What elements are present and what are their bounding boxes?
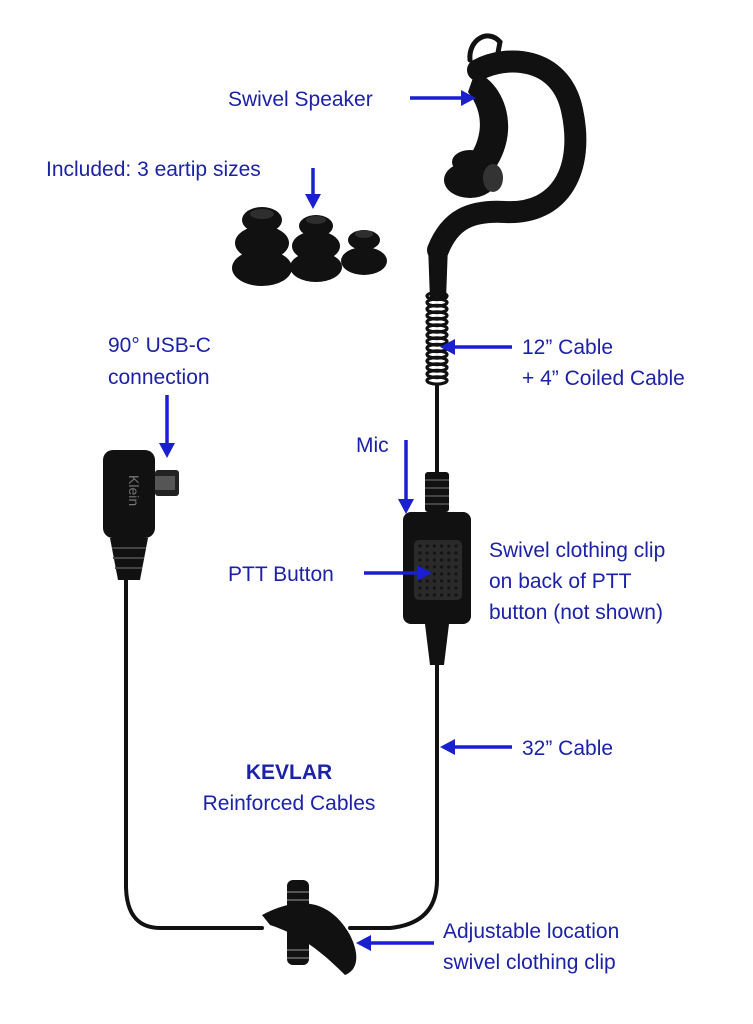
ptt-texture-dot: [454, 579, 458, 583]
arrow-usbc: [159, 395, 175, 458]
label-clip-line3: button (not shown): [489, 601, 663, 624]
ptt-texture-dot: [447, 586, 451, 590]
ptt-texture-dot: [447, 565, 451, 569]
ptt-texture-dot: [440, 579, 444, 583]
ptt-texture-dot: [454, 558, 458, 562]
arrow-adjustable-clip: [356, 935, 434, 951]
ptt-texture-dot: [425, 565, 429, 569]
ptt-button-pad: [414, 540, 462, 600]
ptt-texture-dot: [440, 565, 444, 569]
ptt-texture-dot: [440, 593, 444, 597]
ptt-texture-dot: [418, 544, 422, 548]
ptt-texture-dot: [454, 544, 458, 548]
main-cables: [124, 573, 439, 930]
ptt-texture-dot: [447, 572, 451, 576]
ptt-texture-dot: [454, 565, 458, 569]
label-cable32: 32” Cable: [522, 737, 613, 760]
ptt-texture-dot: [454, 593, 458, 597]
ptt-texture-dot: [432, 565, 436, 569]
ptt-texture-dot: [432, 593, 436, 597]
ptt-texture-dot: [432, 572, 436, 576]
ptt-texture-dot: [440, 572, 444, 576]
ptt-texture-dot: [454, 572, 458, 576]
eartip-medium: [290, 215, 342, 282]
label-adjustable-line2: swivel clothing clip: [443, 951, 616, 974]
ptt-texture-dot: [425, 579, 429, 583]
label-clip-line2: on back of PTT: [489, 570, 632, 593]
ptt-texture-dot: [425, 551, 429, 555]
usbc-connector: Klein: [103, 450, 179, 580]
label-reinforced-cables: Reinforced Cables: [203, 792, 376, 815]
label-kevlar: KEVLAR: [246, 761, 332, 784]
coiled-cable: [425, 290, 449, 482]
arrow-mic: [398, 440, 414, 514]
ptt-texture-dot: [454, 551, 458, 555]
ptt-texture-dot: [418, 579, 422, 583]
ptt-texture-dot: [440, 551, 444, 555]
ptt-texture-dot: [440, 544, 444, 548]
ptt-texture-dot: [432, 586, 436, 590]
swivel-speaker: [427, 33, 587, 300]
ptt-texture-dot: [447, 579, 451, 583]
adjustable-clip: [262, 880, 357, 975]
eartip-large: [232, 207, 292, 286]
arrow-cable12: [440, 339, 512, 355]
label-usbc-line1: 90° USB-C: [108, 334, 211, 357]
label-adjustable-line1: Adjustable location: [443, 920, 619, 943]
label-cable12-line1: 12” Cable: [522, 336, 613, 359]
arrow-cable32: [440, 739, 512, 755]
ptt-texture-dot: [425, 558, 429, 562]
ptt-texture-dot: [418, 593, 422, 597]
label-mic: Mic: [356, 434, 389, 457]
ptt-texture-dot: [447, 558, 451, 562]
ptt-texture-dot: [440, 558, 444, 562]
svg-text:Klein: Klein: [126, 475, 142, 506]
arrow-eartips: [305, 168, 321, 209]
ptt-texture-dot: [447, 593, 451, 597]
label-usbc-line2: connection: [108, 366, 210, 389]
ptt-texture-dot: [440, 586, 444, 590]
ptt-texture-dot: [418, 586, 422, 590]
ptt-texture-dot: [432, 558, 436, 562]
ptt-texture-dot: [432, 551, 436, 555]
ptt-texture-dot: [418, 551, 422, 555]
label-clip-line1: Swivel clothing clip: [489, 539, 665, 562]
ptt-texture-dot: [454, 586, 458, 590]
ptt-texture-dot: [447, 544, 451, 548]
arrow-swivel-speaker: [410, 90, 476, 106]
label-swivel-speaker: Swivel Speaker: [228, 88, 373, 111]
eartip-small: [341, 230, 387, 275]
arrow-ptt: [364, 565, 432, 581]
ptt-texture-dot: [447, 551, 451, 555]
ptt-texture-dot: [425, 593, 429, 597]
eartips: [232, 207, 387, 286]
ptt-texture-dot: [432, 579, 436, 583]
ptt-texture-dot: [425, 544, 429, 548]
ptt-assembly: [403, 472, 471, 665]
label-eartips: Included: 3 eartip sizes: [46, 158, 261, 181]
ptt-texture-dot: [432, 544, 436, 548]
label-ptt-button: PTT Button: [228, 563, 334, 586]
ptt-texture-dot: [418, 558, 422, 562]
ptt-texture-dot: [425, 586, 429, 590]
label-cable12-line2: + 4” Coiled Cable: [522, 367, 685, 390]
